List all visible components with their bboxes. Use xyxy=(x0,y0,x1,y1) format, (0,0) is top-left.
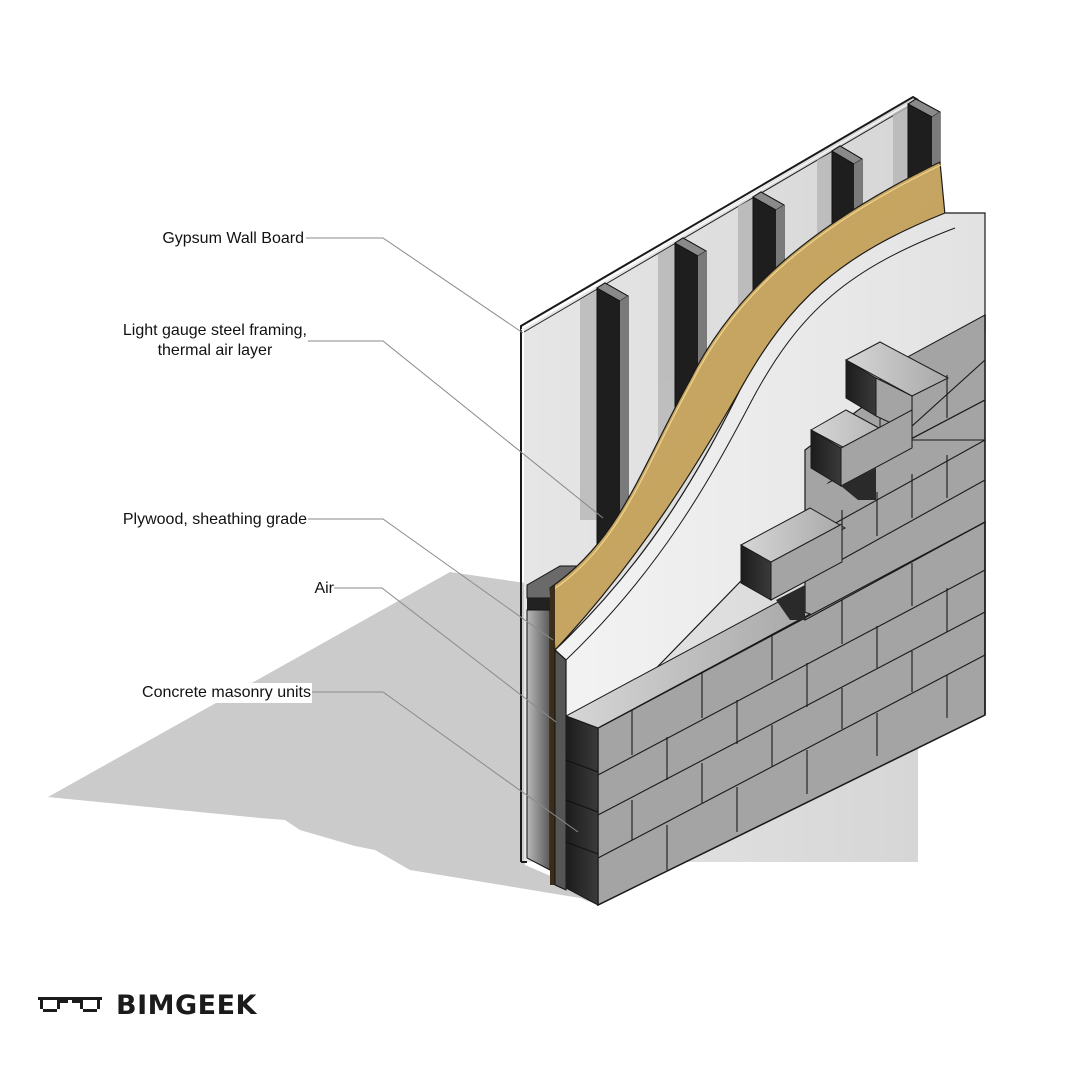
leader-gypsum xyxy=(306,237,524,334)
glasses-icon xyxy=(38,996,102,1012)
label-air: Air xyxy=(314,580,334,597)
brand-logo: BIMGEEK xyxy=(38,990,257,1021)
plywood-sheathing xyxy=(549,161,946,885)
ground-shadow xyxy=(48,572,598,905)
label-steel-framing-line2: thermal air layer xyxy=(157,342,273,359)
label-gypsum-wall-board: Gypsum Wall Board xyxy=(162,230,304,247)
concrete-masonry-wall xyxy=(564,313,986,907)
leader-lines xyxy=(306,237,604,833)
label-steel-framing: Light gauge steel framing, thermal air l… xyxy=(123,321,307,361)
leader-plywood xyxy=(308,518,554,641)
leader-cmu xyxy=(312,691,579,833)
steel-stud xyxy=(596,282,629,561)
leader-air xyxy=(334,587,557,723)
leader-framing xyxy=(308,340,604,519)
label-concrete-masonry-units: Concrete masonry units xyxy=(141,683,312,703)
label-plywood: Plywood, sheathing grade xyxy=(122,511,307,528)
head-joints xyxy=(631,375,948,870)
air-layer xyxy=(554,212,986,891)
protruding-block xyxy=(809,409,914,500)
protruding-block xyxy=(739,507,847,620)
brand-name: BIMGEEK xyxy=(116,990,257,1021)
label-steel-framing-line1: Light gauge steel framing, xyxy=(122,322,307,339)
